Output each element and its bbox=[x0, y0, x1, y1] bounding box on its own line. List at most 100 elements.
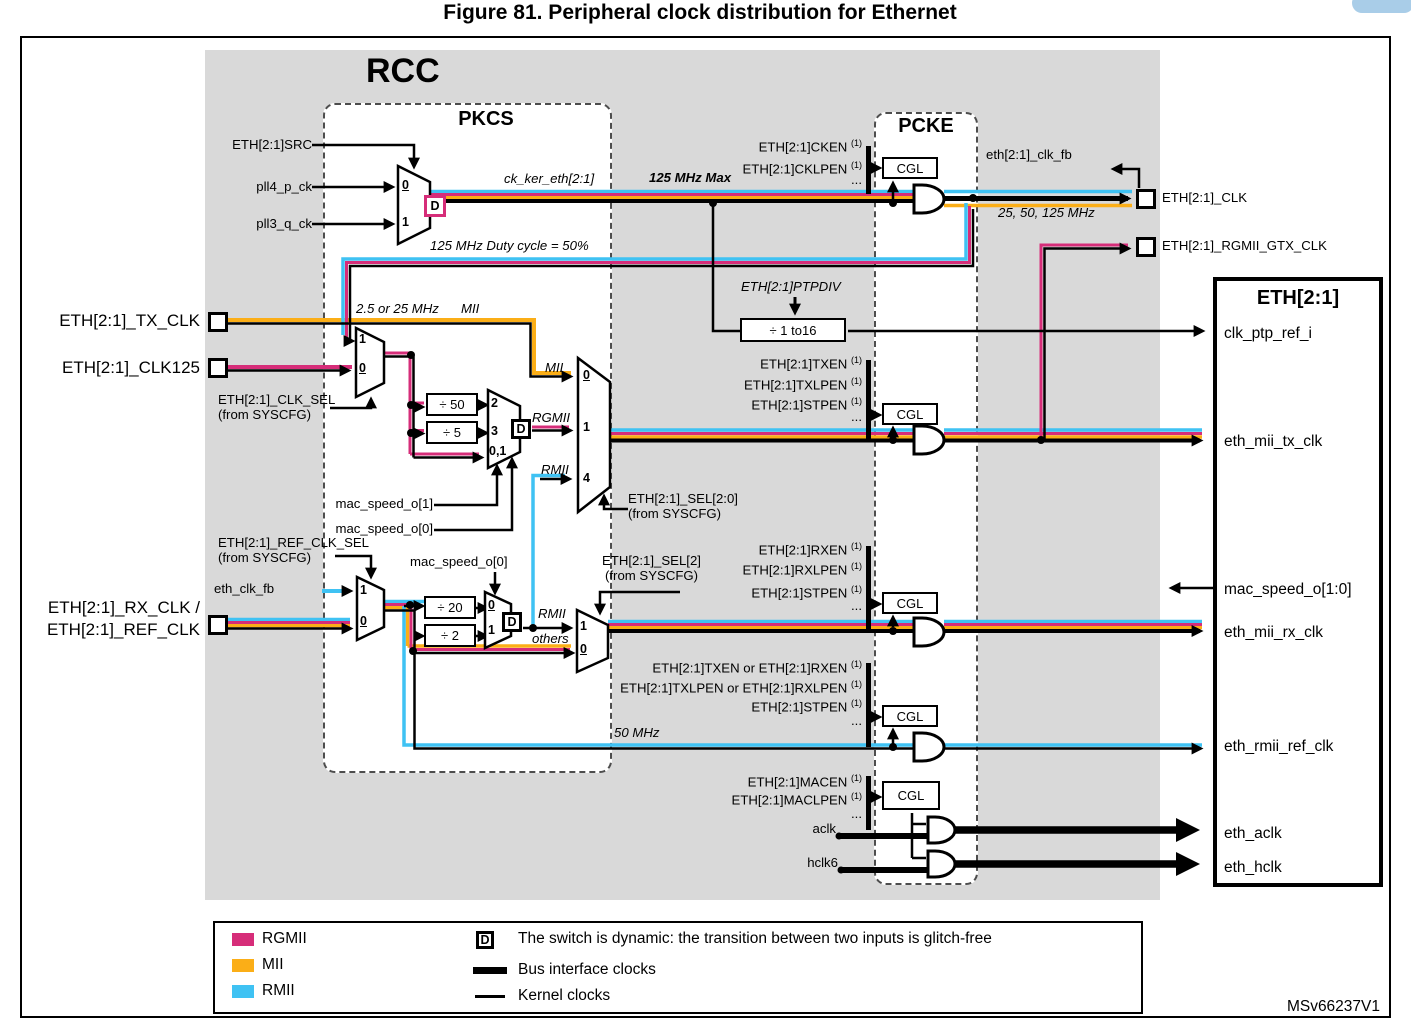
port-mac-speed-o: mac_speed_o[1:0] bbox=[1224, 581, 1352, 598]
maclpen-label: ETH[2:1]MACLPEN (1) bbox=[732, 791, 862, 808]
txrxen-text: ETH[2:1]TXEN or ETH[2:1]RXEN bbox=[652, 660, 848, 676]
cgl-box-rx: CGL bbox=[882, 592, 938, 614]
clk-fb-label: eth[2:1]_clk_fb bbox=[986, 147, 1072, 162]
eth-clk-fb-label: eth_clk_fb bbox=[214, 581, 275, 596]
freq-50mhz-label: 50 MHz bbox=[614, 725, 660, 740]
rxen-label: ETH[2:1]RXEN (1) bbox=[759, 541, 862, 558]
pcke-title: PCKE bbox=[898, 115, 954, 137]
from-syscfg-label: (from SYSCFG) bbox=[218, 407, 312, 422]
mux1-input-1: 1 bbox=[402, 215, 409, 229]
clk125-pad-label: ETH[2:1]_CLK125 bbox=[62, 358, 200, 377]
port-eth-hclk: eth_hclk bbox=[1224, 859, 1282, 876]
legend-bus-label: Bus interface clocks bbox=[518, 961, 656, 978]
divider-5-box: ÷ 5 bbox=[426, 421, 478, 444]
footnote-marker: (1) bbox=[851, 773, 862, 783]
footnote-marker: (1) bbox=[851, 160, 862, 170]
rx-clk-pad-label-1: ETH[2:1]_RX_CLK / bbox=[47, 598, 200, 617]
mux3-input-3: 3 bbox=[491, 424, 498, 438]
mux7-input-1: 1 bbox=[580, 619, 587, 633]
cgl-box-tx: CGL bbox=[882, 403, 938, 425]
divider-2-box: ÷ 2 bbox=[424, 624, 476, 647]
pink-rgmii-wires bbox=[228, 193, 1202, 651]
txrxlpen-text: ETH[2:1]TXLPEN or ETH[2:1]RXLPEN bbox=[620, 680, 848, 696]
stpen-label: ETH[2:1]STPEN (1) bbox=[751, 584, 862, 601]
clk-freqs-label: 25, 50, 125 MHz bbox=[998, 205, 1095, 220]
more-enables: ... bbox=[851, 713, 862, 728]
hclk6-label: hclk6 bbox=[807, 855, 838, 870]
dynamic-switch-icon: D bbox=[424, 195, 446, 217]
cgl-box-kernel: CGL bbox=[882, 157, 938, 179]
mux7-input-0: 0 bbox=[580, 642, 587, 656]
mux-clock-source bbox=[396, 163, 432, 247]
mux4-input-1: 1 bbox=[583, 420, 590, 434]
mux6-input-1: 1 bbox=[488, 623, 495, 637]
cklpen-text: ETH[2:1]CKLPEN bbox=[742, 161, 848, 177]
footnote-marker: (1) bbox=[851, 679, 862, 689]
mux5-input-0: 0 bbox=[360, 614, 367, 628]
rgmii-color-swatch bbox=[232, 933, 254, 946]
mii-input-label: MII bbox=[545, 360, 564, 375]
pad-eth-clk bbox=[1136, 189, 1156, 209]
more-enables: ... bbox=[851, 806, 862, 821]
more-enables: ... bbox=[851, 172, 862, 187]
mux-tx-source bbox=[354, 325, 386, 400]
txen-text: ETH[2:1]TXEN bbox=[760, 356, 848, 372]
rgmii-gtx-pad-label: ETH[2:1]_RGMII_GTX_CLK bbox=[1162, 238, 1327, 253]
legend-mii-label: MII bbox=[262, 956, 284, 973]
legend-rmii-label: RMII bbox=[262, 982, 295, 999]
mux3-input-2: 2 bbox=[491, 396, 498, 410]
from-syscfg-label: (from SYSCFG) bbox=[628, 506, 722, 521]
ptpdiv-label: ETH[2:1]PTPDIV bbox=[741, 279, 841, 294]
port-eth-mii-rx-clk: eth_mii_rx_clk bbox=[1224, 624, 1324, 641]
port-clk-ptp-ref-i: clk_ptp_ref_i bbox=[1224, 325, 1312, 342]
legend-dynamic-switch-icon: D bbox=[476, 931, 494, 949]
port-eth-rmii-ref-clk: eth_rmii_ref_clk bbox=[1224, 738, 1334, 755]
footnote-marker: (1) bbox=[851, 659, 862, 669]
rmii-rx-input-label: RMII bbox=[538, 606, 566, 621]
mux-shapes bbox=[354, 163, 612, 674]
eth-block-title: ETH[2:1] bbox=[1256, 287, 1340, 309]
rxlpen-text: ETH[2:1]RXLPEN bbox=[742, 562, 848, 578]
mux-rx-divider bbox=[483, 590, 513, 650]
mux-tx-divider bbox=[486, 387, 522, 471]
gate-tx-clk bbox=[912, 424, 946, 456]
mac-speed1-label: mac_speed_o[1] bbox=[335, 496, 433, 511]
mux5-input-1: 1 bbox=[360, 583, 367, 597]
sel2-label: ETH[2:1]_SEL[2] bbox=[602, 553, 701, 568]
txrxen-label: ETH[2:1]TXEN or ETH[2:1]RXEN (1) bbox=[652, 659, 862, 676]
macen-label: ETH[2:1]MACEN (1) bbox=[748, 773, 862, 790]
and-gates bbox=[912, 183, 957, 879]
mux2-input-0: 0 bbox=[359, 361, 366, 375]
footnote-marker: (1) bbox=[851, 396, 862, 406]
maclpen-text: ETH[2:1]MACLPEN bbox=[731, 792, 848, 808]
mux1-input-0: 0 bbox=[402, 178, 409, 192]
pll4-label: pll4_p_ck bbox=[256, 179, 312, 194]
legend: RGMII MII RMII D The switch is dynamic: … bbox=[213, 921, 1143, 1014]
gate-aclk bbox=[926, 815, 957, 845]
mii-top-label: MII bbox=[461, 301, 480, 316]
footnote-marker: (1) bbox=[851, 376, 862, 386]
mii-color-swatch bbox=[232, 959, 254, 972]
port-eth-mii-tx-clk: eth_mii_tx_clk bbox=[1224, 433, 1323, 450]
junction-dots bbox=[406, 194, 1045, 874]
rxen-text: ETH[2:1]RXEN bbox=[758, 542, 848, 558]
yellow-mii-wires bbox=[228, 195, 1202, 648]
txen-label: ETH[2:1]TXEN (1) bbox=[760, 355, 862, 372]
mux3-input-01: 0,1 bbox=[489, 444, 507, 458]
figure-title: Figure 81. Peripheral clock distribution… bbox=[443, 1, 957, 24]
stpen-text: ETH[2:1]STPEN bbox=[751, 585, 848, 601]
divider-20-box: ÷ 20 bbox=[424, 596, 476, 619]
mux-rx-interface bbox=[575, 608, 610, 674]
footnote-marker: (1) bbox=[851, 791, 862, 801]
eth-clk-pad-label: ETH[2:1]_CLK bbox=[1162, 190, 1248, 205]
gate-hclk bbox=[926, 849, 957, 879]
from-syscfg-label: (from SYSCFG) bbox=[218, 550, 312, 565]
stpen-label: ETH[2:1]STPEN (1) bbox=[751, 698, 862, 715]
eth-peripheral-block: ETH[2:1] clk_ptp_ref_i eth_mii_tx_clk ma… bbox=[1213, 277, 1383, 887]
cken-label: ETH[2:1]CKEN (1) bbox=[759, 138, 862, 155]
scroll-thumb[interactable] bbox=[1352, 0, 1411, 13]
txrxlpen-label: ETH[2:1]TXLPEN or ETH[2:1]RXLPEN (1) bbox=[620, 679, 862, 696]
rx-clk-pad-label-2: ETH[2:1]_REF_CLK bbox=[46, 620, 200, 639]
mux4-input-0: 0 bbox=[583, 368, 590, 382]
gate-rx-clk bbox=[912, 616, 946, 648]
